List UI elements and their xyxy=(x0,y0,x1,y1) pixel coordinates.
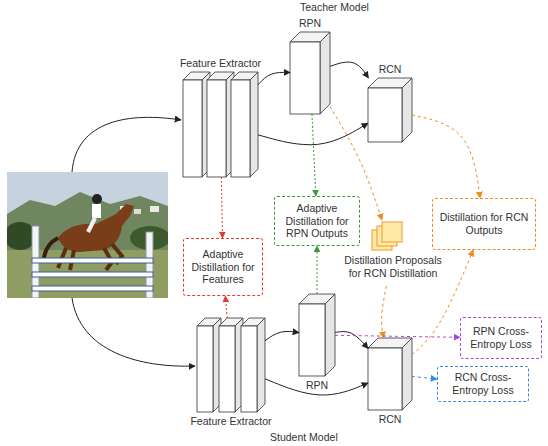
rcn-block-shape xyxy=(368,338,412,410)
block-front-face xyxy=(368,88,402,142)
input-arrow xyxy=(72,117,181,172)
node-label: RCN xyxy=(379,413,402,426)
feature-extractor-drawing xyxy=(197,318,265,412)
block-side-face xyxy=(402,338,412,410)
photo xyxy=(7,172,168,298)
connector-arrow xyxy=(335,335,460,337)
rpn-block: RPN xyxy=(290,32,330,114)
connector-arrow xyxy=(330,62,368,78)
block-side-face xyxy=(257,318,265,412)
photo-horse xyxy=(58,204,134,252)
connector-arrow xyxy=(412,115,480,198)
connector-arrow xyxy=(221,177,222,238)
loss-box: RCN Cross-Entropy Loss xyxy=(437,366,529,402)
rpn-block-shape xyxy=(290,32,330,114)
node-label: Feature Extractor xyxy=(190,415,271,428)
connector-arrow xyxy=(265,379,368,395)
distillation-box: Adaptive Distillation for RPN Outputs xyxy=(274,196,360,246)
connector-arrow xyxy=(312,114,316,196)
photo-rider-helmet xyxy=(92,194,102,204)
feature-extractor: Feature Extractor xyxy=(197,318,265,412)
node-label: RPN xyxy=(306,379,328,392)
block-front-face xyxy=(219,326,235,412)
connector-arrow xyxy=(412,376,437,379)
block-front-face xyxy=(299,304,325,376)
block-front-face xyxy=(231,80,250,177)
rcn-block-drawing xyxy=(368,338,412,410)
block-front-face xyxy=(241,326,257,412)
rcn-block-drawing xyxy=(368,78,412,142)
block-side-face xyxy=(402,78,412,142)
photo-fence-rail xyxy=(32,272,153,277)
node-label: RPN Cross-Entropy Loss xyxy=(465,325,537,351)
connector-arrow xyxy=(317,246,318,294)
photo-rider-leg xyxy=(88,218,95,232)
photo-house xyxy=(150,206,159,212)
connector-arrow xyxy=(265,331,299,340)
rcn-block-shape xyxy=(368,78,412,142)
block-front-face xyxy=(207,80,226,177)
block-front-face xyxy=(197,326,213,412)
input-arrow xyxy=(72,298,195,366)
model-label: Teacher Model xyxy=(300,1,369,13)
proposal-stack-drawing xyxy=(372,222,402,250)
distillation-box: Distillation for RCN Outputs xyxy=(432,198,536,250)
proposal-square xyxy=(382,222,402,242)
feature-extractor-shape xyxy=(197,318,265,412)
node-label: Distillation Proposals for RCN Distillat… xyxy=(338,254,448,280)
node-label: Adaptive Distillation for RPN Outputs xyxy=(279,202,355,240)
block-front-face xyxy=(368,348,402,410)
photo-ground xyxy=(7,250,168,298)
rpn-block-drawing xyxy=(299,294,335,376)
rcn-block: RCN xyxy=(368,338,412,410)
rcn-block: RCN xyxy=(368,78,412,142)
distillation-box: Adaptive Distillation for Features xyxy=(183,238,263,296)
feature-extractor-drawing xyxy=(183,72,258,177)
rpn-block-drawing xyxy=(290,32,330,114)
block-side-face xyxy=(325,294,335,376)
block-front-face xyxy=(183,80,202,177)
node-label: RCN Cross-Entropy Loss xyxy=(442,371,524,397)
photo-horse-legs xyxy=(58,244,122,270)
node-label: Feature Extractor xyxy=(180,57,261,70)
photo-fence-rail xyxy=(32,286,153,291)
block-side-face xyxy=(250,72,258,177)
photo-fence-rail xyxy=(32,258,153,263)
feature-extractor: Feature Extractor xyxy=(183,72,258,177)
photo-house xyxy=(134,209,141,214)
rpn-block-shape xyxy=(299,294,335,376)
node-label: RPN xyxy=(299,17,321,30)
connector-arrow xyxy=(382,286,387,338)
block-front-face xyxy=(290,42,320,114)
model-label: Student Model xyxy=(270,431,338,443)
node-label: RCN xyxy=(379,63,402,76)
rpn-block: RPN xyxy=(299,294,335,376)
node-label: Adaptive Distillation for Features xyxy=(188,248,258,286)
connector-arrow xyxy=(258,123,368,145)
feature-extractor-shape xyxy=(183,72,258,177)
node-label: Distillation for RCN Outputs xyxy=(437,211,531,237)
loss-box: RPN Cross-Entropy Loss xyxy=(460,317,542,359)
photo-rider xyxy=(92,204,101,218)
connector-arrow xyxy=(335,332,368,349)
photo-horse-tail xyxy=(44,238,58,258)
connector-arrow xyxy=(258,72,290,84)
connector-arrow xyxy=(225,296,227,318)
block-side-face xyxy=(320,32,330,114)
